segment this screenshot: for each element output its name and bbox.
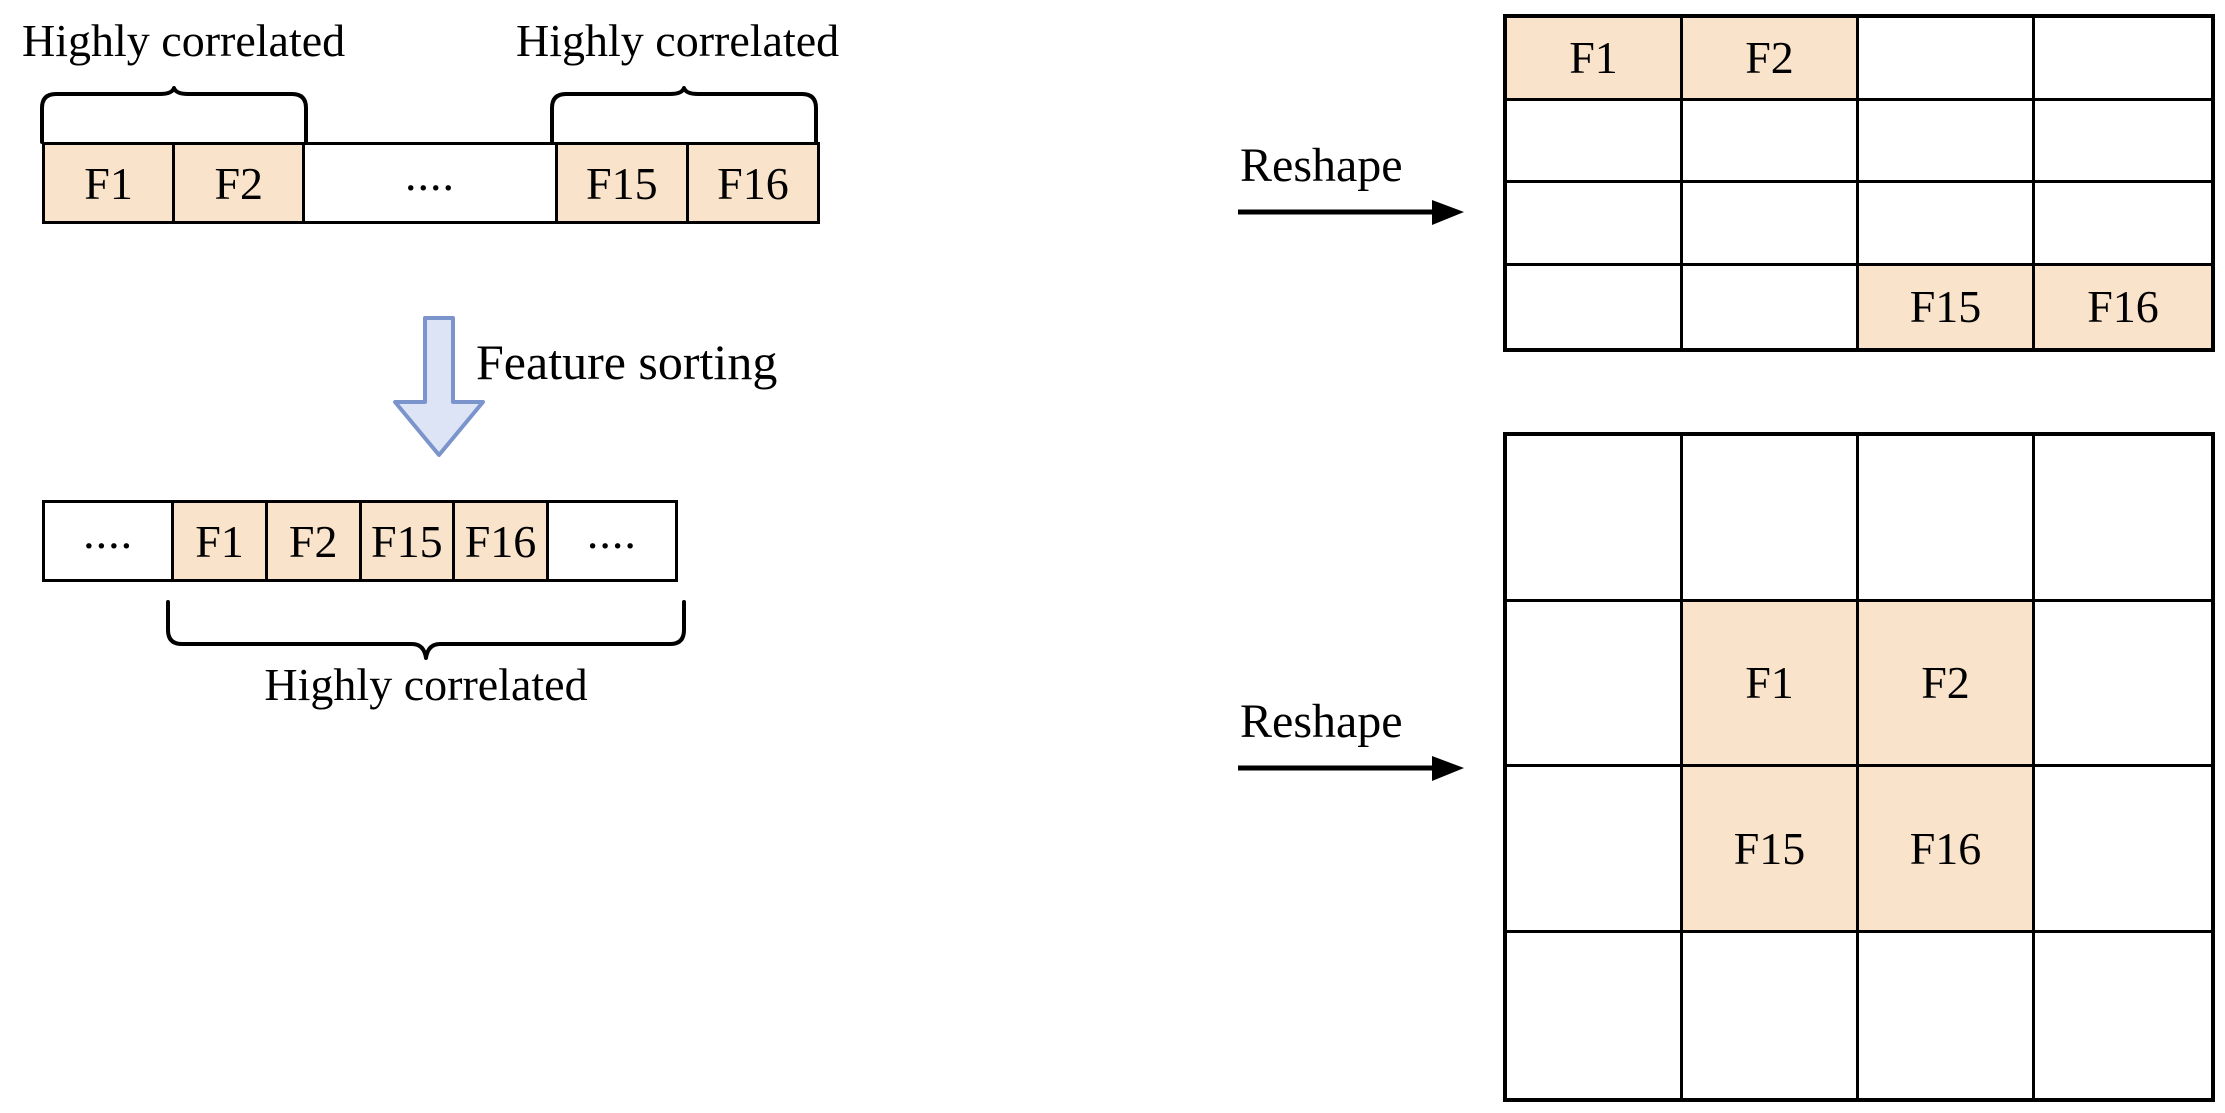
grid-cell-empty: [1507, 265, 1683, 348]
highly-correlated-label-top-right: Highly correlated: [516, 15, 840, 66]
bar-cell-f2: F2: [267, 503, 362, 579]
grid-cell-empty: [1859, 183, 2035, 266]
grid-cell-f2: F2: [1683, 18, 1859, 101]
highly-correlated-label-bottom: Highly correlated: [264, 659, 588, 710]
feature-sorting-arrow: [393, 316, 485, 457]
grid-cell-f15: F15: [1859, 265, 2035, 348]
grid-cell-empty: [1859, 18, 2035, 101]
reshape-top-arrow-icon: [1238, 200, 1464, 225]
bar-cell-f1: F1: [174, 503, 268, 579]
bar-cell-f1: F1: [45, 145, 176, 221]
bar-cell-f16: F16: [688, 145, 818, 221]
grid-cell-empty: [2035, 183, 2211, 266]
bar-cell-ellipsis: ....: [548, 503, 675, 579]
grid-cell-empty: [1859, 932, 2035, 1098]
feature-sorting-label: Feature sorting: [476, 334, 778, 390]
grid-cell-empty: [1507, 601, 1683, 767]
grid-cell-empty: [2035, 18, 2211, 101]
grid-cell-f1: F1: [1507, 18, 1683, 101]
grid-cell-empty: [2035, 436, 2211, 602]
reshape-top-group: Reshape: [1236, 138, 1468, 244]
grid-cell-empty: [2035, 932, 2211, 1098]
grid-cell-empty: [2035, 100, 2211, 183]
grid-cell-f2: F2: [1859, 601, 2035, 767]
reshape-bottom-group: Reshape: [1236, 694, 1468, 800]
reshape-bottom-arrow-icon: [1238, 756, 1464, 781]
grid-cell-f1: F1: [1683, 601, 1859, 767]
grid-cell-empty: [1507, 767, 1683, 933]
grid-cell-empty: [1683, 100, 1859, 183]
grid-cell-empty: [1683, 932, 1859, 1098]
reshape-top-label: Reshape: [1240, 139, 1403, 192]
brace-top-right: [550, 86, 818, 144]
bar-cell-ellipsis: ....: [45, 503, 175, 579]
highly-correlated-label-top-left: Highly correlated: [22, 15, 346, 66]
grid-cell-empty: [1507, 100, 1683, 183]
grid-cell-empty: [1683, 436, 1859, 602]
brace-top-left: [40, 86, 308, 144]
grid-cell-empty: [1683, 265, 1859, 348]
reshape-bottom-label: Reshape: [1240, 695, 1403, 748]
bar-cell-f16: F16: [455, 503, 549, 579]
bar-cell-f15: F15: [361, 503, 456, 579]
grid-cell-f16: F16: [1859, 767, 2035, 933]
grid-cell-empty: [1507, 183, 1683, 266]
bar-cell-f2: F2: [175, 145, 306, 221]
grid-cell-empty: [1507, 932, 1683, 1098]
grid-cell-empty: [1507, 436, 1683, 602]
bar-cell-f15: F15: [557, 145, 689, 221]
grid-cell-empty: [1859, 100, 2035, 183]
grid-cell-f16: F16: [2035, 265, 2211, 348]
grid-cell-f15: F15: [1683, 767, 1859, 933]
grid-cell-empty: [1859, 436, 2035, 602]
grid-cell-empty: [2035, 601, 2211, 767]
grid-cell-empty: [2035, 767, 2211, 933]
grid-cell-empty: [1683, 183, 1859, 266]
brace-bottom: [166, 600, 686, 660]
bar-cell-ellipsis: ....: [305, 145, 558, 221]
